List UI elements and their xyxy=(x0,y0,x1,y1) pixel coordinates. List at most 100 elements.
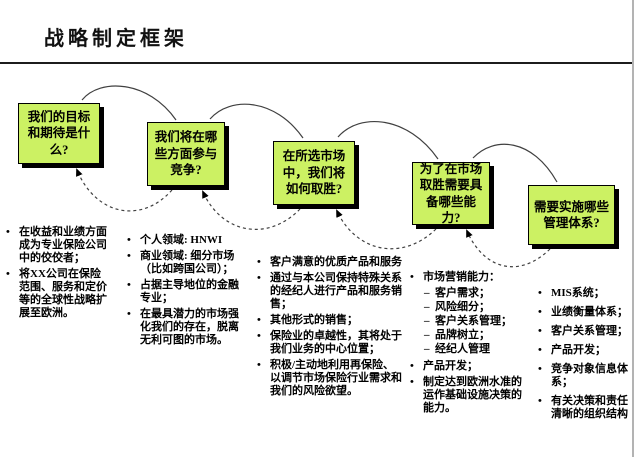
bullet-text: 竞争对象信息体系； xyxy=(551,363,628,388)
bullet-text: 将XX公司在保险范围、服务和定价等的全球性战略扩展至欧洲。 xyxy=(19,268,107,319)
sub-bullet-dash-icon: – xyxy=(424,315,430,327)
bullet-text: MIS系统； xyxy=(551,287,605,299)
question-box-goals: 我们的目标和期待是什么? xyxy=(18,103,100,164)
question-box-label: 为了在市场取胜需要具备哪些能力? xyxy=(419,161,483,226)
sub-bullet-dash-icon: – xyxy=(424,301,430,313)
bullet-item: • 产品开发； xyxy=(538,344,632,357)
bullet-item: • 占据主导地位的金融专业； xyxy=(127,279,243,305)
sub-bullet-item: – 客户需求； xyxy=(424,287,528,300)
bullet-dot-icon: • xyxy=(127,279,131,291)
bullet-dot-icon: • xyxy=(538,287,542,299)
bullet-item: • 制定达到欧洲水准的运作基础设施决策的能力。 xyxy=(410,376,528,415)
bullet-text: 客户关系管理； xyxy=(551,325,628,337)
bullet-dot-icon: • xyxy=(410,271,414,283)
bullet-item: • 在最具潜力的市场强化我们的存在，脱离无利可图的市场。 xyxy=(127,308,243,347)
sub-bullet-item: – 经纪人管理 xyxy=(424,343,528,356)
page-title: 战略制定框架 xyxy=(44,28,188,50)
bullet-text: 个人领域: HNWI xyxy=(140,234,223,246)
bullet-dot-icon: • xyxy=(538,306,542,318)
bullet-dot-icon: • xyxy=(538,363,542,375)
bullet-dot-icon: • xyxy=(257,330,261,342)
forward-arc-4 xyxy=(472,143,558,183)
title-divider xyxy=(0,62,633,64)
question-box-capabilities: 为了在市场取胜需要具备哪些能力? xyxy=(412,162,490,225)
feedback-arc-2 xyxy=(202,190,301,230)
feedback-arc-3 xyxy=(336,209,437,250)
sub-bullet-dash-icon: – xyxy=(424,343,430,355)
sub-bullet-text: 客户需求； xyxy=(435,287,490,299)
bullet-item: • 将XX公司在保险范围、服务和定价等的全球性战略扩展至欧洲。 xyxy=(6,268,110,320)
bullet-list-systems: • MIS系统； • 业绩衡量体系； • 客户关系管理； • 产品开发； • 竞… xyxy=(538,287,632,427)
bullet-text: 有关决策和责任清晰的组织结构 xyxy=(551,395,628,420)
forward-arc-3 xyxy=(337,120,439,160)
bullet-dot-icon: • xyxy=(127,308,131,320)
bullet-text: 产品开发； xyxy=(551,344,606,356)
sub-bullet-item: – 客户关系管理； xyxy=(424,315,528,328)
question-box-label: 我们将在哪些方面参与竞争? xyxy=(154,130,218,178)
page-right-edge xyxy=(632,0,634,457)
bullet-list-capabilities: • 市场营销能力： – 客户需求； – 风险细分； – 客户关系管理； – 品牌… xyxy=(410,271,528,418)
bullet-text: 积极/主动地利用再保险、以调节市场保险行业需求和我们的风险欲望。 xyxy=(270,359,402,397)
question-box-label: 我们的目标和期待是什么? xyxy=(27,109,91,157)
bullet-item: • 积极/主动地利用再保险、以调节市场保险行业需求和我们的风险欲望。 xyxy=(257,359,405,398)
bullet-item: • MIS系统； xyxy=(538,287,632,300)
bullet-dot-icon: • xyxy=(538,344,542,356)
sub-bullet-item: – 品牌树立； xyxy=(424,329,528,342)
bullet-text: 保险业的卓越性，其将处于我们业务的中心位置； xyxy=(270,330,402,355)
bullet-text: 通过与本公司保持特殊关系的经纪人进行产品和服务销售； xyxy=(270,272,402,310)
bullet-item: • 保险业的卓越性，其将处于我们业务的中心位置； xyxy=(257,330,405,356)
sub-bullet-dash-icon: – xyxy=(424,287,430,299)
question-box-how-win: 在所选市场中，我们将如何取胜? xyxy=(273,141,355,205)
bullet-dot-icon: • xyxy=(127,234,131,246)
bullet-item: • 在收益和业绩方面成为专业保险公司中的佼佼者； xyxy=(6,226,110,265)
bullet-item: • 客户满意的优质产品和服务 xyxy=(257,256,405,269)
bullet-item: • 通过与本公司保持特殊关系的经纪人进行产品和服务销售； xyxy=(257,272,405,311)
question-box-label: 需要实施哪些管理体系? xyxy=(533,199,609,231)
bullet-text: 在最具潜力的市场强化我们的存在，脱离无利可图的市场。 xyxy=(140,308,239,346)
bullet-dot-icon: • xyxy=(6,226,10,238)
bullet-text: 市场营销能力： xyxy=(423,271,500,283)
bullet-text: 在收益和业绩方面成为专业保险公司中的佼佼者； xyxy=(19,226,107,264)
question-box-label: 在所选市场中，我们将如何取胜? xyxy=(282,149,346,197)
sub-bullet-text: 风险细分； xyxy=(435,301,490,313)
bullet-text: 产品开发； xyxy=(423,360,478,372)
bullet-item: • 业绩衡量体系； xyxy=(538,306,632,319)
bullet-item: • 市场营销能力： xyxy=(410,271,528,284)
question-box-systems: 需要实施哪些管理体系? xyxy=(528,185,615,245)
bullet-item: • 有关决策和责任清晰的组织结构 xyxy=(538,395,632,421)
bullet-item: • 个人领域: HNWI xyxy=(127,234,243,247)
bullet-text: 业绩衡量体系； xyxy=(551,306,628,318)
bullet-list-goals: • 在收益和业绩方面成为专业保险公司中的佼佼者； • 将XX公司在保险范围、服务… xyxy=(6,226,110,323)
bullet-dot-icon: • xyxy=(410,360,414,372)
bullet-text: 商业领域: 细分市场（比如跨国公司）； xyxy=(140,250,235,275)
forward-arc-2 xyxy=(209,103,304,139)
bullet-dot-icon: • xyxy=(257,272,261,284)
bullet-text: 其他形式的销售； xyxy=(270,314,358,326)
bullet-text: 占据主导地位的金融专业； xyxy=(140,279,239,304)
sub-bullet-text: 品牌树立； xyxy=(435,329,490,341)
forward-arc-1 xyxy=(81,85,177,121)
question-box-where-compete: 我们将在哪些方面参与竞争? xyxy=(147,122,225,186)
bullet-dot-icon: • xyxy=(127,250,131,262)
feedback-arc-4 xyxy=(466,229,551,268)
bullet-dot-icon: • xyxy=(6,268,10,280)
bullet-item: • 产品开发； xyxy=(410,360,528,373)
bullet-list-where-compete: • 个人领域: HNWI • 商业领域: 细分市场（比如跨国公司）； • 占据主… xyxy=(127,234,243,350)
bullet-item: • 商业领域: 细分市场（比如跨国公司）； xyxy=(127,250,243,276)
sub-bullet-text: 经纪人管理 xyxy=(435,343,490,355)
sub-bullet-dash-icon: – xyxy=(424,329,430,341)
bullet-text: 客户满意的优质产品和服务 xyxy=(270,256,402,268)
feedback-arc-1 xyxy=(76,168,173,212)
bullet-item: • 客户关系管理； xyxy=(538,325,632,338)
sub-bullet-item: – 风险细分； xyxy=(424,301,528,314)
bullet-dot-icon: • xyxy=(257,314,261,326)
sub-bullet-text: 客户关系管理； xyxy=(435,315,512,327)
bullet-text: 制定达到欧洲水准的运作基础设施决策的能力。 xyxy=(423,376,522,414)
bullet-list-how-win: • 客户满意的优质产品和服务 • 通过与本公司保持特殊关系的经纪人进行产品和服务… xyxy=(257,256,405,401)
bullet-dot-icon: • xyxy=(257,359,261,371)
bullet-dot-icon: • xyxy=(538,395,542,407)
bullet-dot-icon: • xyxy=(257,256,261,268)
bullet-dot-icon: • xyxy=(538,325,542,337)
